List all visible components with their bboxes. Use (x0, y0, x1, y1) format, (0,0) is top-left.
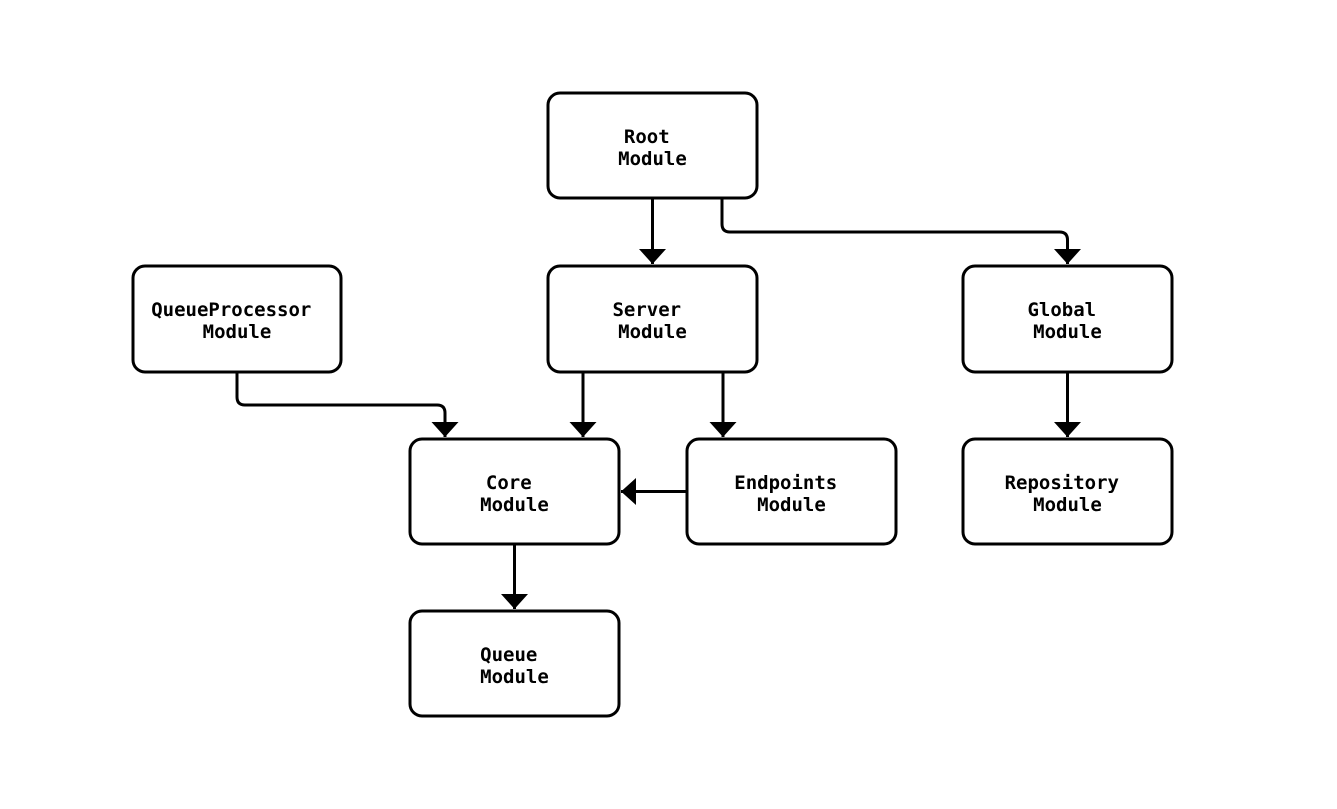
node-core-module-label: Core Module (480, 472, 549, 516)
node-endpoints-module: Endpoints Module (685, 437, 898, 546)
node-queueprocessor-module: QueueProcessor Module (131, 264, 343, 374)
node-global-module-box (961, 264, 1174, 374)
node-root-module: Root Module (546, 91, 759, 200)
node-queue-module: Queue Module (408, 609, 621, 718)
node-repository-module-box (961, 437, 1174, 546)
node-root-module-box (546, 91, 759, 200)
node-queue-module-box (408, 609, 621, 718)
edge-root-to-global (720, 198, 1081, 264)
edge-queueprocessor-to-core (235, 372, 459, 437)
node-core-module: Core Module (408, 437, 621, 546)
node-repository-module-label: Repository Module (1005, 472, 1131, 516)
node-global-module-label: Global Module (1027, 299, 1107, 343)
node-root-module-label: Root Module (618, 126, 687, 170)
diagram-edges (235, 198, 1081, 609)
diagram-nodes: Root Module QueueProcessor Module Server… (131, 91, 1174, 718)
node-core-module-box (408, 437, 621, 546)
node-server-module-box (546, 264, 759, 374)
node-endpoints-module-box (685, 437, 898, 546)
node-queueprocessor-module-label: QueueProcessor Module (151, 299, 323, 343)
node-repository-module: Repository Module (961, 437, 1174, 546)
node-server-module-label: Server Module (612, 299, 692, 343)
node-server-module: Server Module (546, 264, 759, 374)
node-queue-module-label: Queue Module (480, 644, 549, 688)
node-endpoints-module-label: Endpoints Module (734, 472, 848, 516)
node-global-module: Global Module (961, 264, 1174, 374)
node-queueprocessor-module-box (131, 264, 343, 374)
